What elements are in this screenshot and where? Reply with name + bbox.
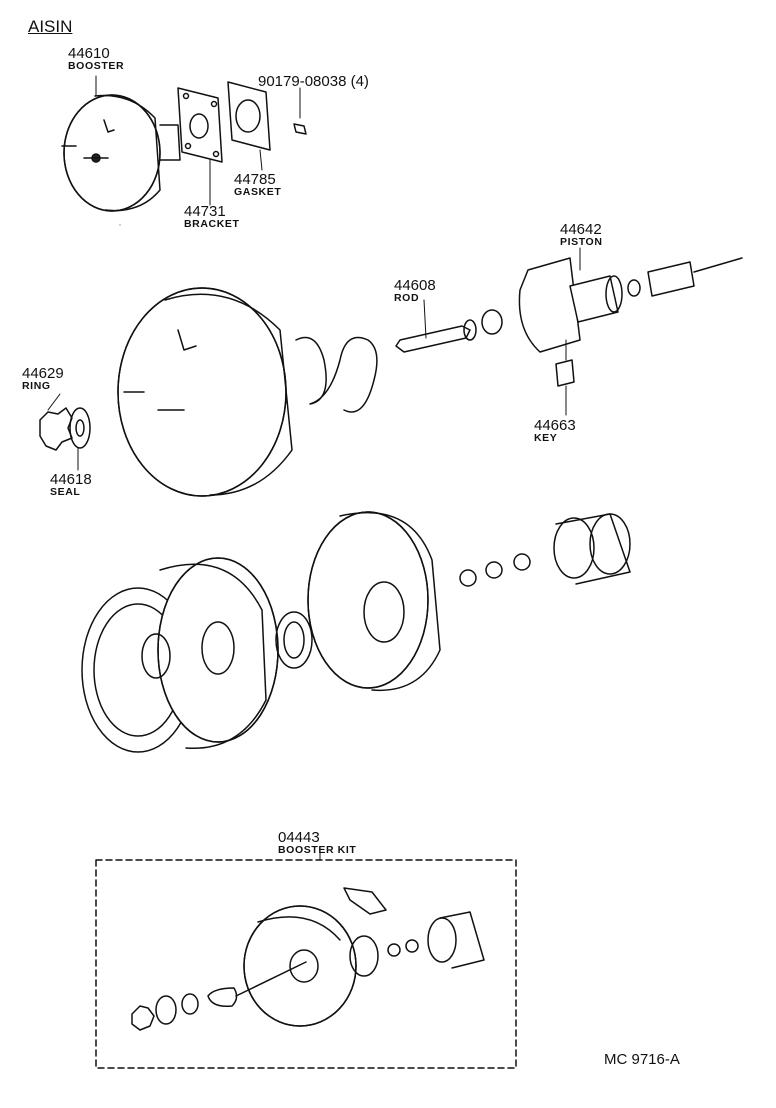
part-44663: 44663 KEY bbox=[534, 417, 576, 444]
leader-lines bbox=[95, 75, 121, 226]
booster-kit-art bbox=[95, 849, 517, 1069]
part-44785: 44785 GASKET bbox=[234, 171, 282, 198]
part-44608: 44608 ROD bbox=[394, 277, 436, 304]
part-44618: 44618 SEAL bbox=[50, 471, 92, 498]
shell-halves-art bbox=[81, 511, 631, 753]
part-44610: 44610 BOOSTER bbox=[68, 45, 125, 72]
booster-assembly-art bbox=[61, 81, 307, 212]
booster-shell-art bbox=[39, 247, 743, 497]
part-44642: 44642 PISTON bbox=[560, 221, 603, 248]
part-90179-08038: 90179-08038 (4) bbox=[258, 73, 369, 90]
drawing-code: MC 9716-A bbox=[604, 1051, 680, 1068]
part-44629: 44629 RING bbox=[22, 365, 64, 392]
part-44731: 44731 BRACKET bbox=[184, 203, 240, 230]
part-04443: 04443 BOOSTER KIT bbox=[278, 829, 357, 856]
brand-label: AISIN bbox=[28, 17, 73, 36]
